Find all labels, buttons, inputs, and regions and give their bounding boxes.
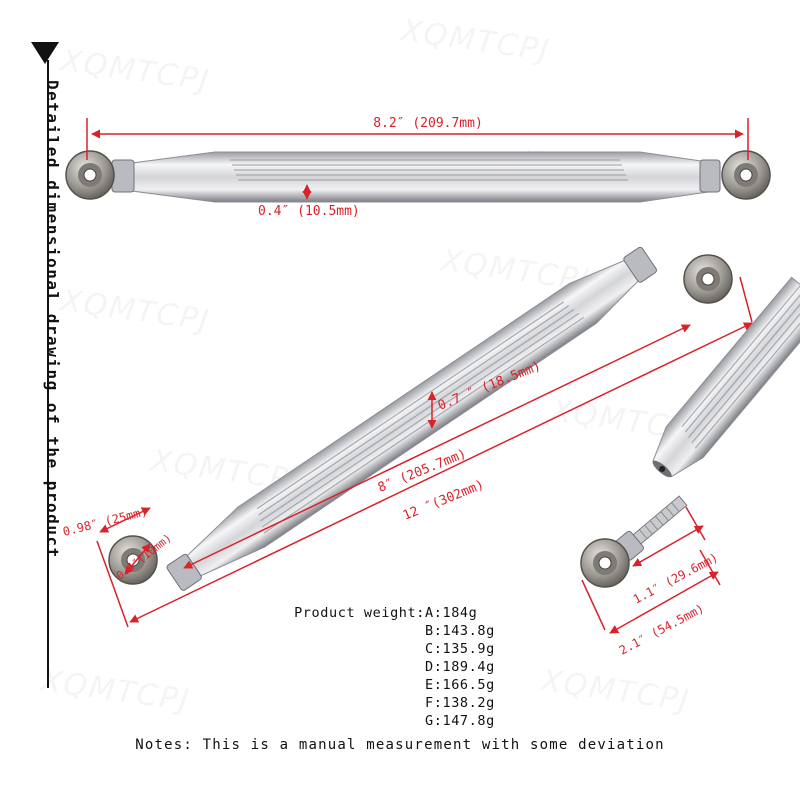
weight-row: C:135.9g [283, 640, 495, 658]
detail-dimensions [581, 506, 721, 634]
weight-row: F:138.2g [283, 694, 495, 712]
detail-total-label: 2.1″ (54.5mm) [617, 601, 707, 657]
side-divider [47, 60, 49, 688]
weight-letter: C: [425, 641, 443, 657]
top-rod-grooves [230, 159, 628, 181]
weight-row: Product weight:A:184g [283, 604, 495, 622]
weight-value: 166.5g [442, 677, 495, 693]
diagonal-right-nut [623, 246, 657, 283]
top-length-label: 8.2″ (209.7mm) [373, 116, 483, 131]
weight-row: B:143.8g [283, 622, 495, 640]
weight-letter: D: [425, 659, 443, 675]
weights-block: Product weight:A:184g B:143.8g C:135.9g … [283, 604, 495, 730]
detail-tube [652, 276, 800, 478]
detail-bolt [632, 495, 688, 545]
side-title: Detailed dimensional drawing of the prod… [43, 80, 62, 559]
weight-title: Product weight: [294, 605, 425, 621]
top-rod [65, 150, 771, 203]
weight-letter: F: [425, 695, 443, 711]
top-width-label: 0.4″ (10.5mm) [258, 204, 360, 219]
watermark-text: XQMTCPJ [57, 43, 213, 99]
top-length-dimension [86, 118, 749, 200]
weight-value: 143.8g [442, 623, 495, 639]
top-left-nut [111, 159, 135, 193]
weight-value: 138.2g [442, 695, 495, 711]
weight-value: 135.9g [442, 641, 495, 657]
top-right-nut [699, 159, 721, 193]
watermark-text: XQMTCPJ [37, 663, 193, 719]
watermark-text: XQMTCPJ [57, 283, 213, 339]
watermark-text: XQMTCPJ [537, 663, 693, 719]
weight-value: 184g [442, 605, 478, 621]
weight-row: G:147.8g [283, 712, 495, 730]
weight-letter: A: [425, 605, 443, 621]
weight-value: 147.8g [442, 713, 495, 729]
diagonal-dimensions [96, 276, 753, 628]
diagonal-end-label: 0.98″ (25mm) [61, 504, 149, 539]
weight-letter: G: [425, 713, 443, 729]
weight-value: 189.4g [442, 659, 495, 675]
triangle-down-icon [31, 42, 59, 64]
watermark-text: XQMTCPJ [397, 13, 553, 69]
notes-text: Notes: This is a manual measurement with… [135, 737, 665, 753]
weight-row: E:166.5g [283, 676, 495, 694]
detail-tube-end [652, 276, 800, 478]
diagonal-total-label: 12 ″(302mm) [401, 478, 486, 524]
weight-letter: B: [425, 623, 443, 639]
weight-letter: E: [425, 677, 443, 693]
weight-row: D:189.4g [283, 658, 495, 676]
